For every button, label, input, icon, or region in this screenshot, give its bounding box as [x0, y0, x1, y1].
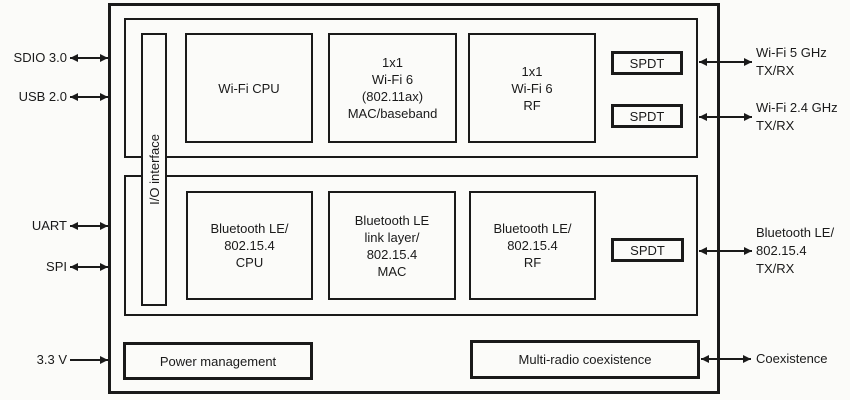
sdio-bidirectional-arrow [70, 54, 108, 62]
port-label-bluetooth-txrx: Bluetooth LE/ 802.15.4 TX/RX [756, 225, 835, 276]
usb-bidirectional-arrow [70, 93, 108, 101]
spi-bidirectional-arrow [70, 263, 108, 271]
port-label-wifi-24ghz: Wi-Fi 2.4 GHz TX/RX [756, 100, 838, 133]
port-label-uart: UART [31, 218, 67, 233]
spdt-24ghz-box: SPDT [611, 104, 683, 128]
port-label-spi: SPI [46, 259, 67, 274]
spdt-bluetooth-box: SPDT [611, 238, 684, 262]
bluetooth-cpu-box: Bluetooth LE/ 802.15.4 CPU [186, 191, 313, 300]
multi-radio-coexistence-box: Multi-radio coexistence [470, 340, 700, 379]
bluetooth-link-layer-mac-box: Bluetooth LE link layer/ 802.15.4 MAC [328, 191, 456, 300]
chip-outline-box [108, 3, 720, 394]
bluetooth-subsystem-section [124, 175, 698, 316]
bluetooth-rf-box: Bluetooth LE/ 802.15.4 RF [469, 191, 596, 300]
port-label-3v3: 3.3 V [36, 352, 67, 367]
spdt-5ghz-box: SPDT [611, 51, 683, 75]
io-interface-label: I/O interface [146, 134, 162, 205]
io-interface-box: I/O interface [141, 33, 167, 306]
wifi-cpu-box: Wi-Fi CPU [185, 33, 313, 143]
port-label-wifi-5ghz: Wi-Fi 5 GHz TX/RX [756, 45, 827, 78]
wifi-5ghz-antenna-arrow [699, 58, 752, 66]
wifi-24ghz-antenna-arrow [699, 113, 752, 121]
uart-bidirectional-arrow [70, 222, 108, 230]
wifi-mac-baseband-box: 1x1 Wi-Fi 6 (802.11ax) MAC/baseband [328, 33, 457, 143]
wifi-rf-box: 1x1 Wi-Fi 6 RF [468, 33, 596, 143]
coexistence-arrow [701, 355, 751, 363]
port-label-sdio: SDIO 3.0 [13, 50, 67, 65]
power-management-box: Power management [123, 342, 313, 380]
wifi-subsystem-section [124, 18, 698, 158]
3v3-supply-arrow [70, 356, 108, 364]
port-label-coexistence: Coexistence [756, 351, 828, 366]
bluetooth-antenna-arrow [699, 247, 752, 255]
port-label-usb: USB 2.0 [18, 89, 67, 104]
